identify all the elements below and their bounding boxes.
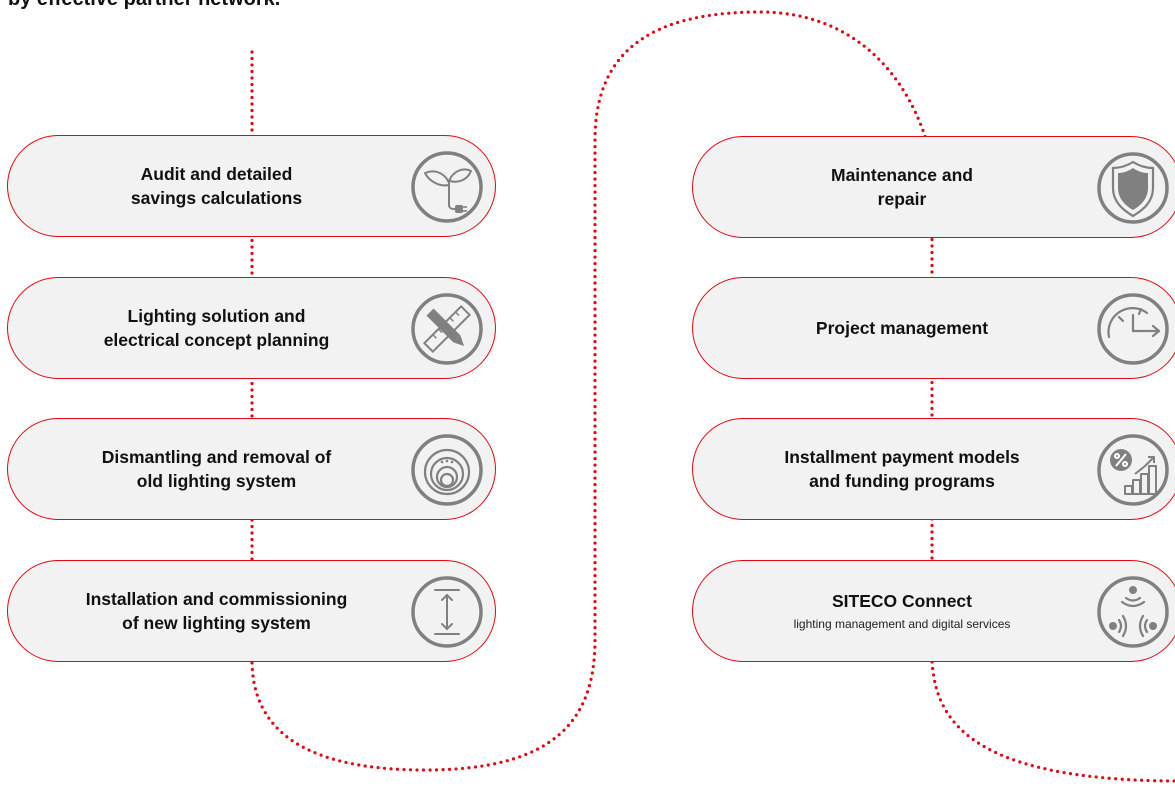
step-dismantling: Dismantling and removal of old lighting … <box>7 418 496 520</box>
step-title: Installation and commissioning of new li… <box>85 589 348 633</box>
wireless-connect-icon <box>1095 574 1171 650</box>
page-heading: by effective partner network. <box>8 0 280 11</box>
step-title: Maintenance and repair <box>831 165 973 209</box>
step-payment-models: Installment payment models and funding p… <box>692 418 1175 520</box>
step-title: Audit and detailed savings calculations <box>130 164 303 208</box>
speedometer-icon <box>1095 291 1171 367</box>
downlight-icon <box>409 432 485 508</box>
step-maintenance: Maintenance and repair <box>692 136 1175 238</box>
step-lighting-planning: Lighting solution and electrical concept… <box>7 277 496 379</box>
percent-growth-chart-icon <box>1095 432 1171 508</box>
step-title: Lighting solution and electrical concept… <box>103 306 330 350</box>
height-measure-icon <box>409 574 485 650</box>
step-title: Dismantling and removal of old lighting … <box>101 447 332 491</box>
step-installation: Installation and commissioning of new li… <box>7 560 496 662</box>
step-title: Installment payment models and funding p… <box>784 447 1020 491</box>
pencil-ruler-icon <box>409 291 485 367</box>
shield-icon <box>1095 150 1171 226</box>
eco-plant-plug-icon <box>409 149 485 225</box>
step-audit: Audit and detailed savings calculations <box>7 135 496 237</box>
step-title: SITECO Connect <box>831 591 972 611</box>
step-subtitle: lighting management and digital services <box>793 617 1011 631</box>
step-title: Project management <box>815 318 989 338</box>
step-siteco-connect: SITECO Connect lighting management and d… <box>692 560 1175 662</box>
step-project-management: Project management <box>692 277 1175 379</box>
